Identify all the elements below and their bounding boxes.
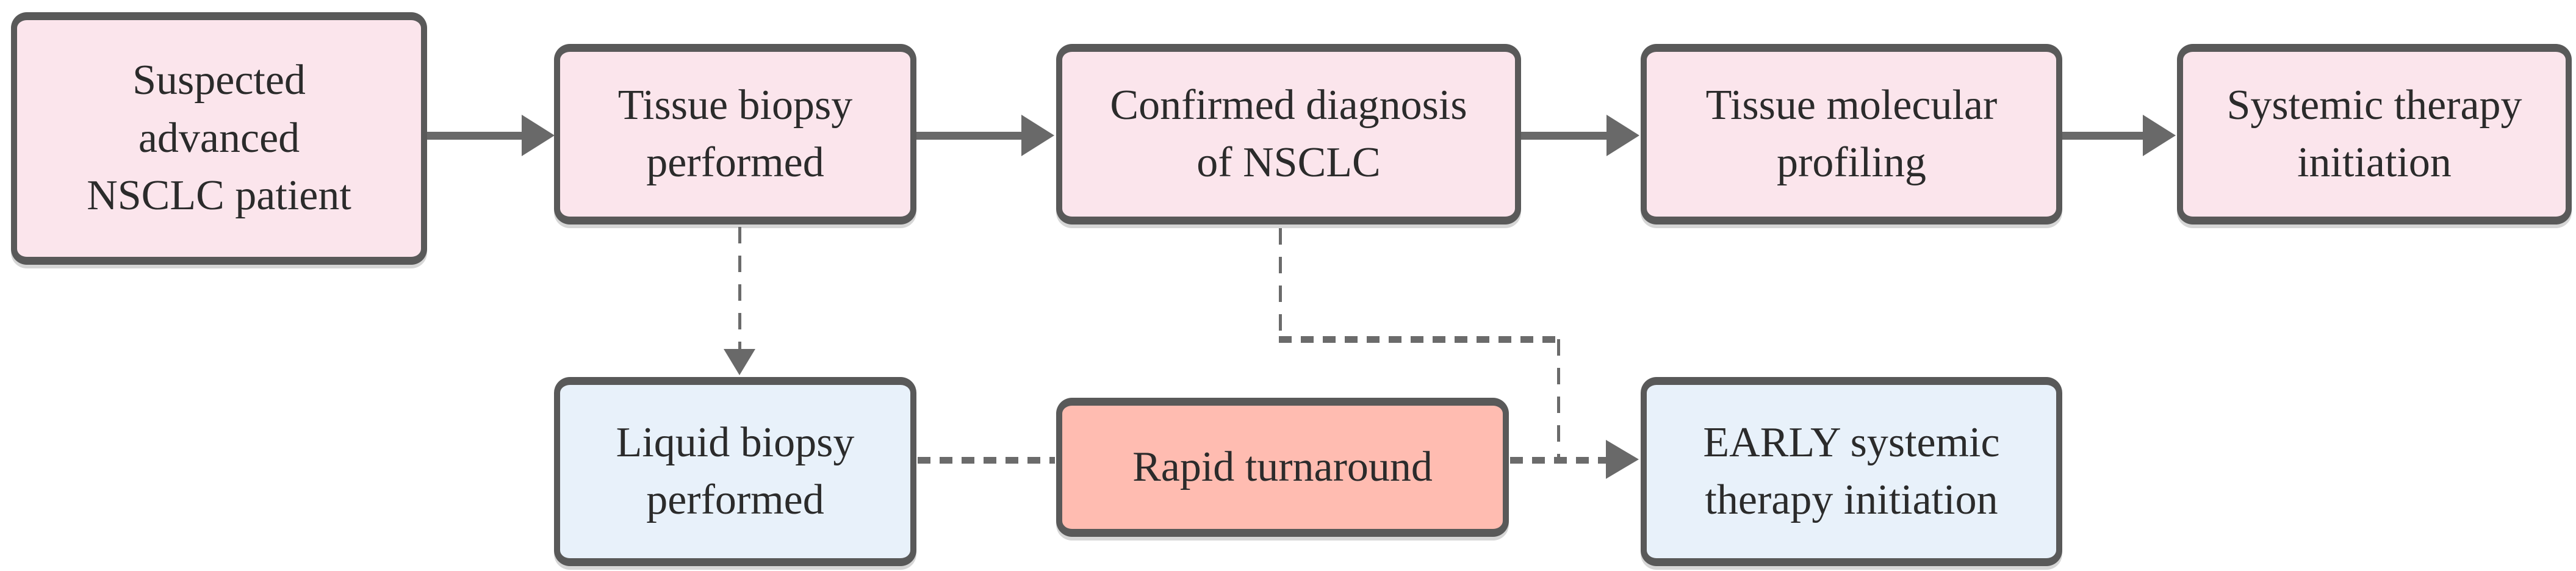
node-label-line: Tissue molecular xyxy=(1705,81,1998,129)
node-label-line: performed xyxy=(646,476,824,523)
node-label-line: therapy initiation xyxy=(1705,476,1998,523)
dashed-elbow-confirmed-segment-down2 xyxy=(1557,339,1560,459)
arrow-tissue-to-confirmed-shaft xyxy=(916,132,1023,140)
node-tissue-biopsy-performed: Tissue biopsy performed xyxy=(554,44,916,224)
dashed-line-liquid-to-rapid xyxy=(918,457,1055,464)
dashed-elbow-confirmed-segment-right xyxy=(1279,336,1561,343)
arrow-suspected-to-tissue-head-icon xyxy=(522,115,555,156)
arrow-profiling-to-systemic-shaft xyxy=(2062,132,2144,140)
node-label-line: Confirmed diagnosis xyxy=(1110,81,1467,129)
dashed-arrow-rapid-to-early-head-icon xyxy=(1606,440,1639,479)
dashed-arrow-tissue-to-liquid-line xyxy=(738,227,741,349)
node-label-line: profiling xyxy=(1777,139,1926,186)
node-label-line: Tissue biopsy xyxy=(617,81,853,129)
dashed-elbow-confirmed-segment-down1 xyxy=(1279,228,1282,339)
node-label-line: advanced xyxy=(138,114,300,162)
node-label-line: of NSCLC xyxy=(1196,139,1381,186)
node-liquid-biopsy-performed: Liquid biopsy performed xyxy=(554,377,916,566)
node-early-systemic-therapy-initiation: EARLY systemic therapy initiation xyxy=(1641,377,2062,566)
node-tissue-molecular-profiling: Tissue molecular profiling xyxy=(1641,44,2062,224)
node-systemic-therapy-initiation: Systemic therapy initiation xyxy=(2177,44,2572,224)
node-rapid-turnaround: Rapid turnaround xyxy=(1056,398,1509,537)
dashed-arrow-rapid-to-early-line xyxy=(1510,457,1606,464)
arrow-tissue-to-confirmed-head-icon xyxy=(1021,115,1054,156)
node-label-line: Systemic therapy xyxy=(2226,81,2522,129)
node-label-line: EARLY systemic xyxy=(1703,418,2000,466)
node-label-line: Suspected xyxy=(132,57,306,104)
node-label-line: performed xyxy=(646,139,824,186)
dashed-arrow-tissue-to-liquid-head-icon xyxy=(724,349,755,375)
node-label-line: initiation xyxy=(2297,139,2452,186)
node-label-line: Rapid turnaround xyxy=(1132,443,1433,490)
arrow-confirmed-to-profiling-head-icon xyxy=(1606,115,1639,156)
node-confirmed-diagnosis-of-nsclc: Confirmed diagnosis of NSCLC xyxy=(1056,44,1521,224)
node-label-line: NSCLC patient xyxy=(87,172,351,220)
arrow-profiling-to-systemic-head-icon xyxy=(2143,115,2176,156)
node-suspected-advanced-nsclc-patient: Suspected advanced NSCLC patient xyxy=(11,12,427,265)
arrow-confirmed-to-profiling-shaft xyxy=(1521,132,1608,140)
arrow-suspected-to-tissue-shaft xyxy=(427,132,523,140)
node-label-line: Liquid biopsy xyxy=(616,418,855,466)
